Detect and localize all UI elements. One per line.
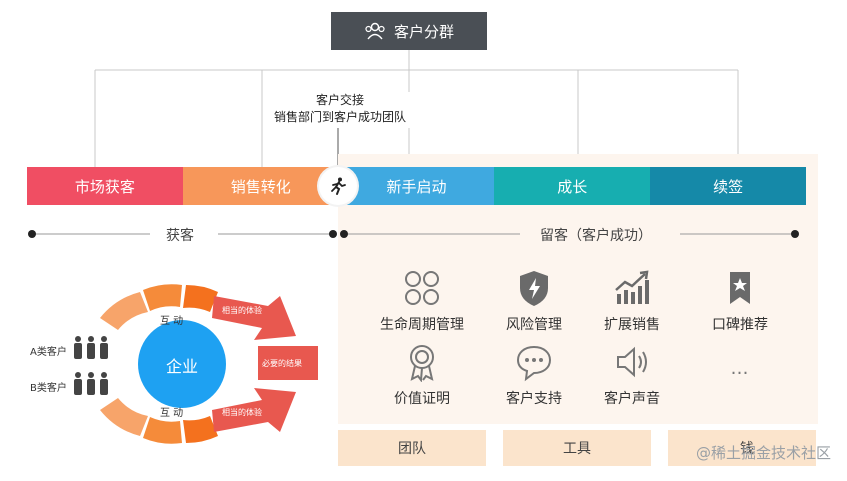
clover-icon [405, 271, 439, 305]
retain-label: 留客（客户成功） [540, 228, 652, 244]
stage-label: 市场获客 [74, 177, 135, 196]
feature-label: 生命周期管理 [380, 317, 464, 333]
feature-support: 客户支持 [474, 342, 594, 408]
stage-growth: 成长 [494, 167, 651, 205]
stage-label: 成长 [557, 177, 588, 196]
money-label: 钱 [740, 441, 754, 457]
feature-voice: 客户声音 [572, 342, 692, 408]
stage-label: 销售转化 [230, 177, 291, 196]
feature-lifecycle: 生命周期管理 [362, 268, 482, 334]
feature-label: 扩展销售 [604, 317, 660, 333]
arrow-bottom-label: 相当的体验 [222, 408, 262, 417]
interact-top-label: 互 动 [160, 316, 184, 327]
tools-label: 工具 [563, 441, 591, 457]
feature-risk: 风险管理 [474, 268, 594, 334]
customer-a-label: A类客户 [30, 347, 67, 358]
stage-onboarding: 新手启动 [338, 167, 495, 205]
result-label: 必要的结果 [262, 359, 302, 368]
header-title: 客户分群 [393, 22, 454, 41]
stage-label: 新手启动 [386, 177, 447, 196]
stage-renewal: 续签 [650, 167, 806, 205]
acquire-label: 获客 [166, 228, 194, 244]
feature-label: 价值证明 [394, 391, 450, 407]
speaker-icon [617, 346, 647, 378]
stage-label: 续签 [713, 177, 744, 196]
customer-b-label: B类客户 [30, 383, 67, 394]
bookmark-star-icon [730, 272, 750, 304]
stage-marketing: 市场获客 [27, 167, 183, 205]
feature-label: 客户声音 [604, 391, 660, 407]
handoff-label: 客户交接 销售部门到客户成功团队 [250, 92, 430, 126]
more-icon: … [730, 358, 750, 379]
stage-bar: 市场获客 销售转化 新手启动 成长 续签 [27, 167, 806, 205]
growth-chart-icon [615, 270, 649, 304]
arrow-top-label: 相当的体验 [222, 306, 262, 315]
runner-icon [319, 167, 357, 205]
handoff-line1: 客户交接 [315, 93, 364, 107]
chat-bubble-icon [516, 345, 552, 382]
tools-box: 工具 [503, 430, 651, 466]
cycle-diagram [74, 284, 318, 444]
feature-value-proof: 价值证明 [362, 342, 482, 408]
money-box: 钱 [668, 430, 816, 466]
feature-expansion: 扩展销售 [572, 268, 692, 334]
stage-sales: 销售转化 [182, 167, 339, 205]
enterprise-label: 企业 [165, 357, 198, 376]
interact-bottom-label: 互 动 [160, 408, 184, 419]
watermark: @稀土掘金技术社区 [695, 444, 831, 462]
shield-icon [520, 271, 548, 306]
team-label: 团队 [398, 441, 426, 457]
feature-label: 风险管理 [506, 317, 562, 333]
feature-label: 口碑推荐 [712, 317, 768, 333]
medal-icon [410, 345, 434, 382]
people-group-icon [365, 22, 385, 40]
handoff-line2: 销售部门到客户成功团队 [273, 110, 406, 124]
team-box: 团队 [338, 430, 486, 466]
feature-referral: 口碑推荐 [680, 268, 800, 334]
feature-label: 客户支持 [506, 391, 562, 407]
customer-segmentation-box: 客户分群 [331, 12, 487, 50]
